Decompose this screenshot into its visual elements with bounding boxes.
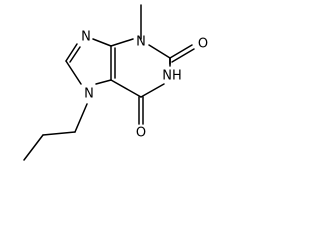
bond-c2-o-b [171, 48, 195, 63]
bond-c8-n7 [65, 60, 82, 85]
bond-c2-o-a [169, 44, 193, 59]
bond-n3-c2 [148, 44, 171, 59]
atom-label-o-c2: O [198, 37, 208, 52]
atom-label-n3: N [136, 35, 146, 50]
bond-n7-c5 [95, 79, 112, 85]
bond-c4-n3 [110, 38, 134, 47]
bond-c6-c5 [110, 79, 142, 98]
structure-canvas: N N O NH O N [23, 4, 208, 161]
atom-label-n7: N [84, 87, 94, 102]
bond-ch2-ch3 [23, 134, 44, 161]
bond-n9-c8-a [65, 43, 78, 62]
bond-c4-n9 [92, 38, 112, 47]
atom-label-n-imidazole: N [81, 30, 91, 45]
atom-labels: N N O NH O N [81, 30, 208, 141]
bond-n1-c6 [140, 83, 165, 98]
bonds [23, 4, 195, 161]
bond-n7-ch2 [74, 103, 88, 133]
bond-ch2-ch2 [42, 131, 76, 136]
bond-n9-c8-b [69, 46, 81, 63]
atom-label-o-c6: O [136, 126, 146, 141]
atom-label-nh: NH [162, 69, 182, 84]
structure-diagram: N N O NH O N [23, 4, 208, 161]
